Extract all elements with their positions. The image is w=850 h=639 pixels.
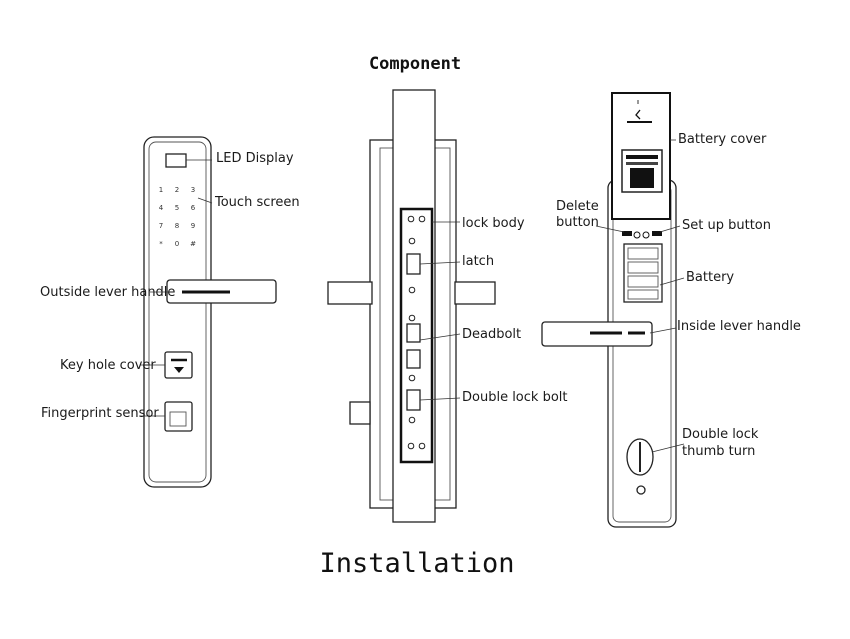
leader-set-up-button xyxy=(659,225,681,233)
fingerprint-sensor-pad xyxy=(169,411,187,427)
latch xyxy=(406,253,421,275)
leader-thumb-turn xyxy=(651,443,685,453)
outside-spindle xyxy=(327,281,373,305)
leader-battery xyxy=(659,277,685,286)
leader-latch xyxy=(419,261,461,265)
keypad-key: 8 xyxy=(175,222,179,230)
double-lock-bolt xyxy=(406,389,421,411)
keypad: 1 2 3 4 5 6 7 8 9 * 0 # xyxy=(159,186,196,248)
fingerprint-sensor xyxy=(164,401,193,432)
keypad-key: 9 xyxy=(191,222,195,230)
leader-inside-lever xyxy=(649,327,677,334)
keypad-key: 4 xyxy=(159,204,164,212)
led-display-window xyxy=(165,153,187,168)
label-thumb-turn-line1: Double lock xyxy=(682,427,759,442)
label-set-up-button: Set up button xyxy=(682,218,771,233)
keypad-key: 6 xyxy=(191,204,196,212)
battery-1 xyxy=(627,247,659,260)
reset-pinhole xyxy=(633,231,641,239)
inside-key-hole xyxy=(636,485,646,495)
screw xyxy=(408,237,416,245)
label-thumb-turn-line2: thumb turn xyxy=(682,444,755,459)
key-hole-cover xyxy=(164,351,193,379)
sticker-block xyxy=(630,168,654,188)
diagram-footer: Installation xyxy=(319,548,514,579)
screw xyxy=(408,314,416,322)
label-delete-button-line1: Delete xyxy=(556,199,599,214)
battery-2 xyxy=(627,261,659,274)
keypad-key: 7 xyxy=(159,222,163,230)
set-up-button xyxy=(652,231,662,236)
side-view: lock body latch Deadbolt Double lock bol… xyxy=(327,89,568,523)
label-double-lock-bolt: Double lock bolt xyxy=(462,390,568,405)
deadbolt-lower xyxy=(406,349,421,369)
outside-panel: 1 2 3 4 5 6 7 8 9 * 0 # LED Display Touch screen Ou… xyxy=(40,136,300,488)
outside-panel-body xyxy=(143,136,212,488)
key-hole-arrow-icon xyxy=(174,367,184,373)
screw xyxy=(418,442,426,450)
screw xyxy=(408,416,416,424)
leader-double-lock-bolt xyxy=(419,397,461,401)
inside-panel: Battery cover Delete button Set up butto… xyxy=(541,92,801,528)
diagram-title: Component xyxy=(369,54,461,74)
screw xyxy=(418,215,426,223)
screw xyxy=(408,374,416,382)
keypad-key: 0 xyxy=(175,240,179,248)
battery-4 xyxy=(627,289,659,300)
battery-3 xyxy=(627,275,659,288)
leader-delete-button xyxy=(595,225,625,233)
label-inside-lever-handle: Inside lever handle xyxy=(677,319,801,334)
indicator-hole xyxy=(642,231,650,239)
lock-body-screws xyxy=(407,215,426,450)
thumb-turn-stub xyxy=(349,401,371,425)
battery-cover-arrow-icon xyxy=(635,109,641,120)
label-battery-cover: Battery cover xyxy=(678,132,767,147)
keypad-key: 2 xyxy=(175,186,179,194)
inside-spindle xyxy=(454,281,496,305)
label-delete-button-line2: button xyxy=(556,215,599,230)
keypad-key: 3 xyxy=(191,186,195,194)
sticker-line-2 xyxy=(626,162,658,165)
deadbolt-upper xyxy=(406,323,421,343)
outside-panel-inner-edge xyxy=(148,141,207,483)
screw xyxy=(407,442,415,450)
keypad-key: * xyxy=(159,240,163,248)
label-fingerprint-sensor: Fingerprint sensor xyxy=(41,406,159,421)
delete-button xyxy=(622,231,632,236)
keypad-key: 1 xyxy=(159,186,163,194)
label-latch: latch xyxy=(462,254,494,269)
label-deadbolt: Deadbolt xyxy=(462,327,521,342)
label-outside-lever-handle: Outside lever handle xyxy=(40,285,175,300)
label-touch-screen: Touch screen xyxy=(214,195,300,210)
sticker-line-1 xyxy=(626,155,658,159)
label-key-hole-cover: Key hole cover xyxy=(60,358,156,373)
leader-touch-screen xyxy=(197,197,213,204)
label-led-display: LED Display xyxy=(216,151,294,166)
keypad-key: # xyxy=(190,240,196,248)
label-battery: Battery xyxy=(686,270,734,285)
leader-deadbolt xyxy=(419,333,461,341)
screw xyxy=(408,286,416,294)
keypad-key: 5 xyxy=(175,204,179,212)
label-lock-body: lock body xyxy=(462,216,525,231)
screw xyxy=(407,215,415,223)
